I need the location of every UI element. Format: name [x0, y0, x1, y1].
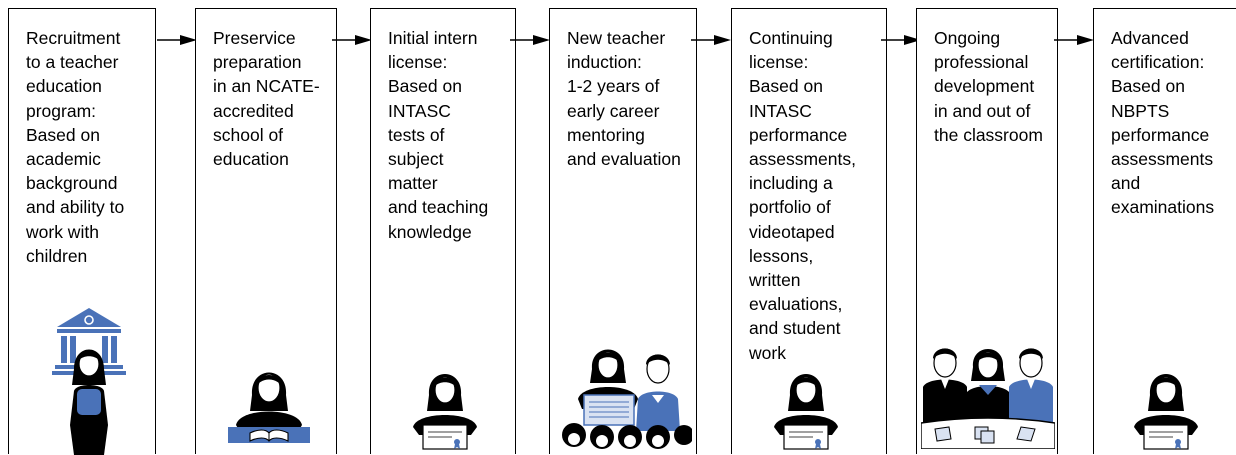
- stage-text: New teacher induction: 1-2 years of earl…: [567, 28, 681, 170]
- group-meeting-icon: [921, 348, 1055, 449]
- teacher-holding-certificate-icon: [1134, 374, 1198, 450]
- stage-box-advanced-certification: Advanced certification: Based on NBPTS p…: [1093, 8, 1236, 454]
- stage-text: Ongoing professional development in and …: [934, 28, 1043, 145]
- flow-arrow-4: [691, 35, 731, 45]
- teacher-holding-certificate-icon: [774, 374, 838, 450]
- stage-text: Recruitment to a teacher education progr…: [26, 28, 125, 266]
- flow-arrow-1: [157, 35, 197, 45]
- stage-box-recruitment: Recruitment to a teacher education progr…: [8, 8, 156, 455]
- stage-text: Continuing license: Based on INTASC perf…: [749, 28, 856, 363]
- student-at-university-icon: [52, 308, 126, 455]
- stage-text: Advanced certification: Based on NBPTS p…: [1111, 28, 1215, 218]
- flow-arrow-6: [1054, 35, 1094, 45]
- stage-box-continuing-license: Continuing license: Based on INTASC perf…: [731, 8, 887, 454]
- stage-box-new-teacher-induction: New teacher induction: 1-2 years of earl…: [549, 8, 697, 454]
- stage-box-ongoing-professional-development: Ongoing professional development in and …: [916, 8, 1058, 454]
- stage-text: Preservice preparation in an NCATE- accr…: [213, 28, 320, 170]
- teacher-holding-certificate-icon: [413, 374, 477, 450]
- stage-box-initial-intern-license: Initial intern license: Based on INTASC …: [370, 8, 516, 454]
- stage-box-preservice-preparation: Preservice preparation in an NCATE- accr…: [195, 8, 337, 454]
- stage-text: Initial intern license: Based on INTASC …: [388, 28, 489, 242]
- flow-arrow-5: [881, 35, 921, 45]
- mentor-and-classroom-icon: [562, 349, 692, 449]
- flow-arrow-3: [510, 35, 550, 45]
- flow-arrow-2: [332, 35, 372, 45]
- student-reading-book-icon: [228, 372, 310, 443]
